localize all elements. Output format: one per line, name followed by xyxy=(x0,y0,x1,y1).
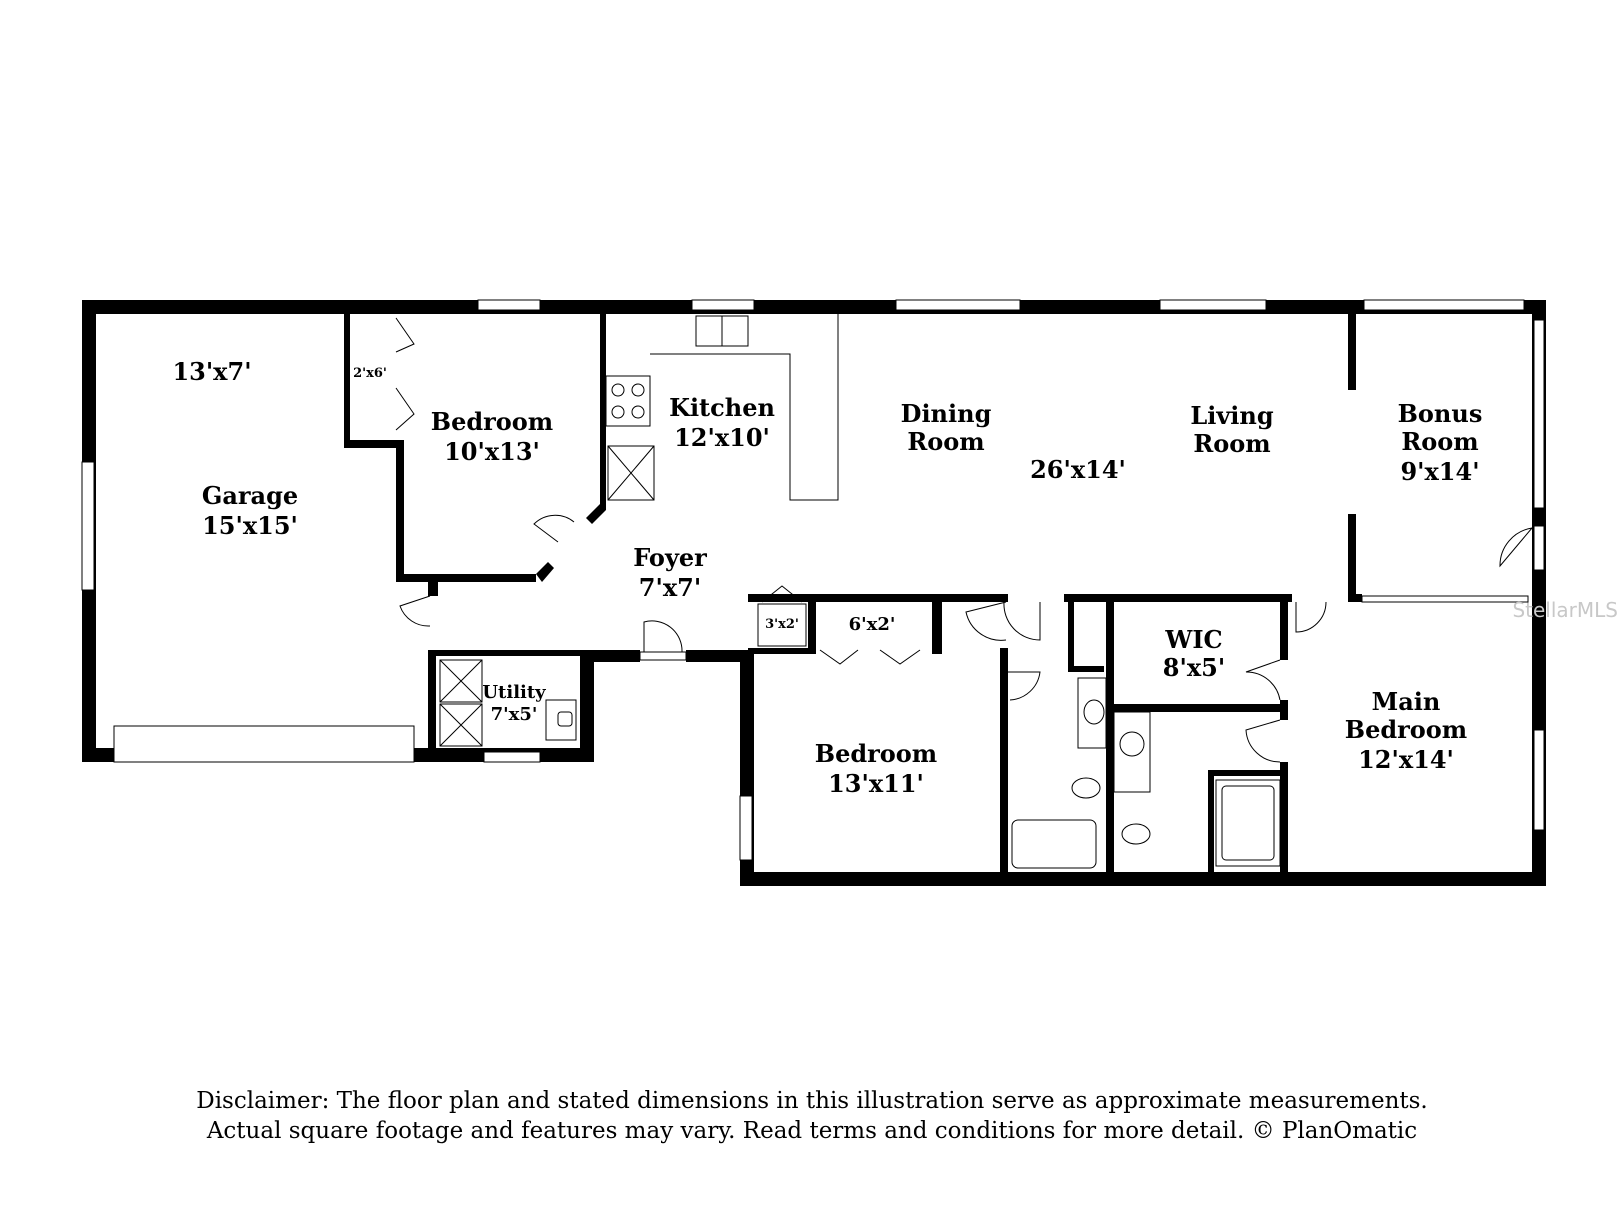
foyer-dim: 7'x7' xyxy=(639,573,701,602)
watermark: StellarMLS xyxy=(1512,598,1618,622)
bedroom1-dim: 10'x13' xyxy=(444,437,540,466)
garage-door xyxy=(113,725,415,763)
window-kitchen xyxy=(691,299,755,311)
wic-label: WIC xyxy=(1164,625,1222,654)
room-labels: 13'x7' Garage 15'x15' 2'x6' Bedroom 10'x… xyxy=(172,357,1482,798)
bonus-room-label-1: Bonus xyxy=(1398,399,1483,428)
living-room-label-2: Room xyxy=(1193,429,1270,458)
window-utility xyxy=(483,751,541,763)
great-room-dim: 26'x14' xyxy=(1030,455,1126,484)
garage-dim: 15'x15' xyxy=(202,511,298,540)
dining-room-label-1: Dining xyxy=(901,399,992,428)
utility-label: Utility xyxy=(482,682,546,703)
vanity xyxy=(1077,677,1107,749)
disclaimer-line-1: Disclaimer: The floor plan and stated di… xyxy=(196,1088,1428,1114)
dining-room-label-2: Room xyxy=(907,427,984,456)
toilet xyxy=(1071,777,1101,799)
master-toilet xyxy=(1121,823,1151,845)
bedroom2-label: Bedroom xyxy=(815,739,937,768)
windows xyxy=(81,299,1545,861)
bedroom1-label: Bedroom xyxy=(431,407,553,436)
utility-dim: 7'x5' xyxy=(491,704,538,725)
window-dining xyxy=(895,299,1021,311)
bathtub xyxy=(1011,819,1097,869)
window-living xyxy=(1159,299,1267,311)
closet-6x2-label: 6'x2' xyxy=(849,614,896,635)
bedroom2-dim: 13'x11' xyxy=(828,769,924,798)
kitchen-dim: 12'x10' xyxy=(674,423,770,452)
main-bedroom-label-2: Bedroom xyxy=(1345,715,1467,744)
stove xyxy=(605,375,651,427)
living-room-label-1: Living xyxy=(1190,401,1274,430)
fridge xyxy=(607,445,655,501)
window-main-bedroom xyxy=(1533,729,1545,831)
window-garage xyxy=(81,461,95,591)
garage-label: Garage xyxy=(202,481,298,510)
bonus-room-label-2: Room xyxy=(1401,427,1478,456)
garage-top-dim: 13'x7' xyxy=(172,357,251,386)
window-bedroom xyxy=(477,299,541,311)
closet-2x6-label: 2'x6' xyxy=(353,366,387,381)
window-bedroom2 xyxy=(739,795,753,861)
window-bonus-top xyxy=(1363,299,1525,311)
main-bedroom-label-1: Main xyxy=(1372,687,1441,716)
window-bonus-side xyxy=(1533,319,1545,509)
kitchen-label: Kitchen xyxy=(669,393,775,422)
closet-3x2-label: 3'x2' xyxy=(765,617,799,632)
interior-walls xyxy=(344,300,1362,872)
window-interior xyxy=(1361,595,1529,603)
master-vanity xyxy=(1113,711,1151,793)
shower xyxy=(1215,779,1281,867)
exterior-walls xyxy=(82,300,1546,886)
bonus-room-dim: 9'x14' xyxy=(1400,457,1479,486)
disclaimer-line-2: Actual square footage and features may v… xyxy=(206,1118,1418,1144)
fixtures xyxy=(439,314,1281,869)
foyer-label: Foyer xyxy=(633,543,707,572)
wic-dim: 8'x5' xyxy=(1163,653,1225,682)
main-bedroom-dim: 12'x14' xyxy=(1358,745,1454,774)
doors xyxy=(395,317,1545,763)
